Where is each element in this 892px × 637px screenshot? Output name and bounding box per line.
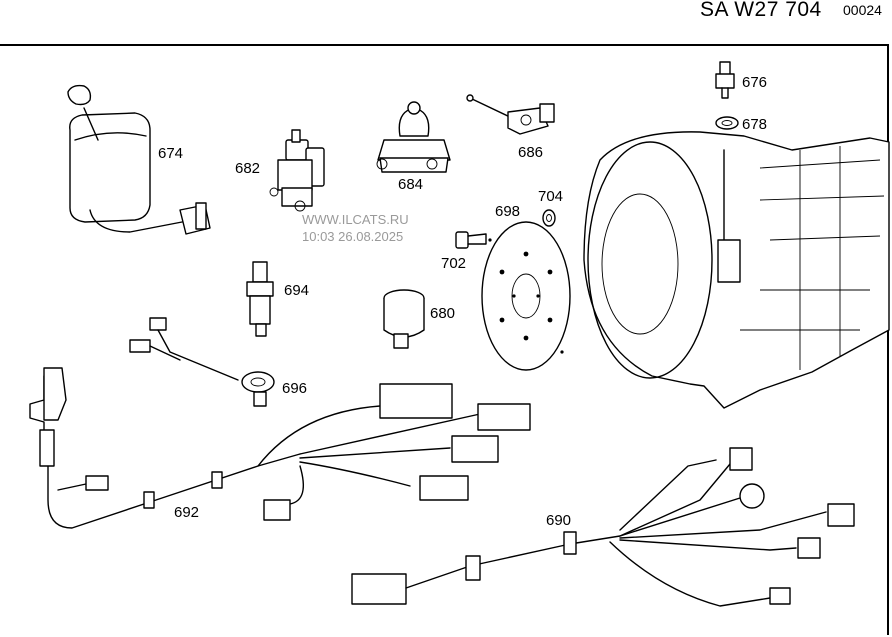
part-674-selector-lever[interactable] — [67, 84, 211, 235]
part-690-wiring-harness[interactable] — [351, 447, 855, 607]
watermark-site: WWW.ILCATS.RU — [302, 212, 409, 227]
label-676: 676 — [742, 74, 767, 91]
label-696: 696 — [282, 380, 307, 397]
diagram-code: SA W27 704 — [700, 0, 822, 21]
part-702-bolt[interactable] — [455, 231, 487, 249]
label-702: 702 — [441, 255, 466, 272]
label-694: 694 — [284, 282, 309, 299]
part-680-speed-sensor[interactable] — [383, 289, 425, 349]
part-696-sensor[interactable] — [129, 317, 275, 407]
part-698-drive-plate[interactable] — [481, 221, 571, 371]
part-678-sealing-ring[interactable] — [715, 116, 739, 130]
label-684: 684 — [398, 176, 423, 193]
transmission-assembly — [583, 131, 890, 409]
label-690: 690 — [546, 512, 571, 529]
label-680: 680 — [430, 305, 455, 322]
part-704-washer[interactable] — [542, 209, 556, 227]
diagram-frame — [0, 44, 889, 635]
page-number: 00024 — [843, 2, 882, 18]
label-682: 682 — [235, 160, 260, 177]
label-692: 692 — [174, 504, 199, 521]
part-682-solenoid-valve[interactable] — [269, 129, 325, 212]
label-686: 686 — [518, 144, 543, 161]
label-678: 678 — [742, 116, 767, 133]
part-686-sensor[interactable] — [466, 94, 555, 135]
label-674: 674 — [158, 145, 183, 162]
part-694-switch[interactable] — [246, 261, 274, 337]
part-692-wiring-harness[interactable] — [29, 367, 531, 529]
watermark-timestamp: 10:03 26.08.2025 — [302, 229, 404, 244]
label-698: 698 — [495, 203, 520, 220]
part-676-sender[interactable] — [715, 61, 735, 99]
part-684-pressure-valve[interactable] — [376, 101, 451, 173]
label-704: 704 — [538, 188, 563, 205]
